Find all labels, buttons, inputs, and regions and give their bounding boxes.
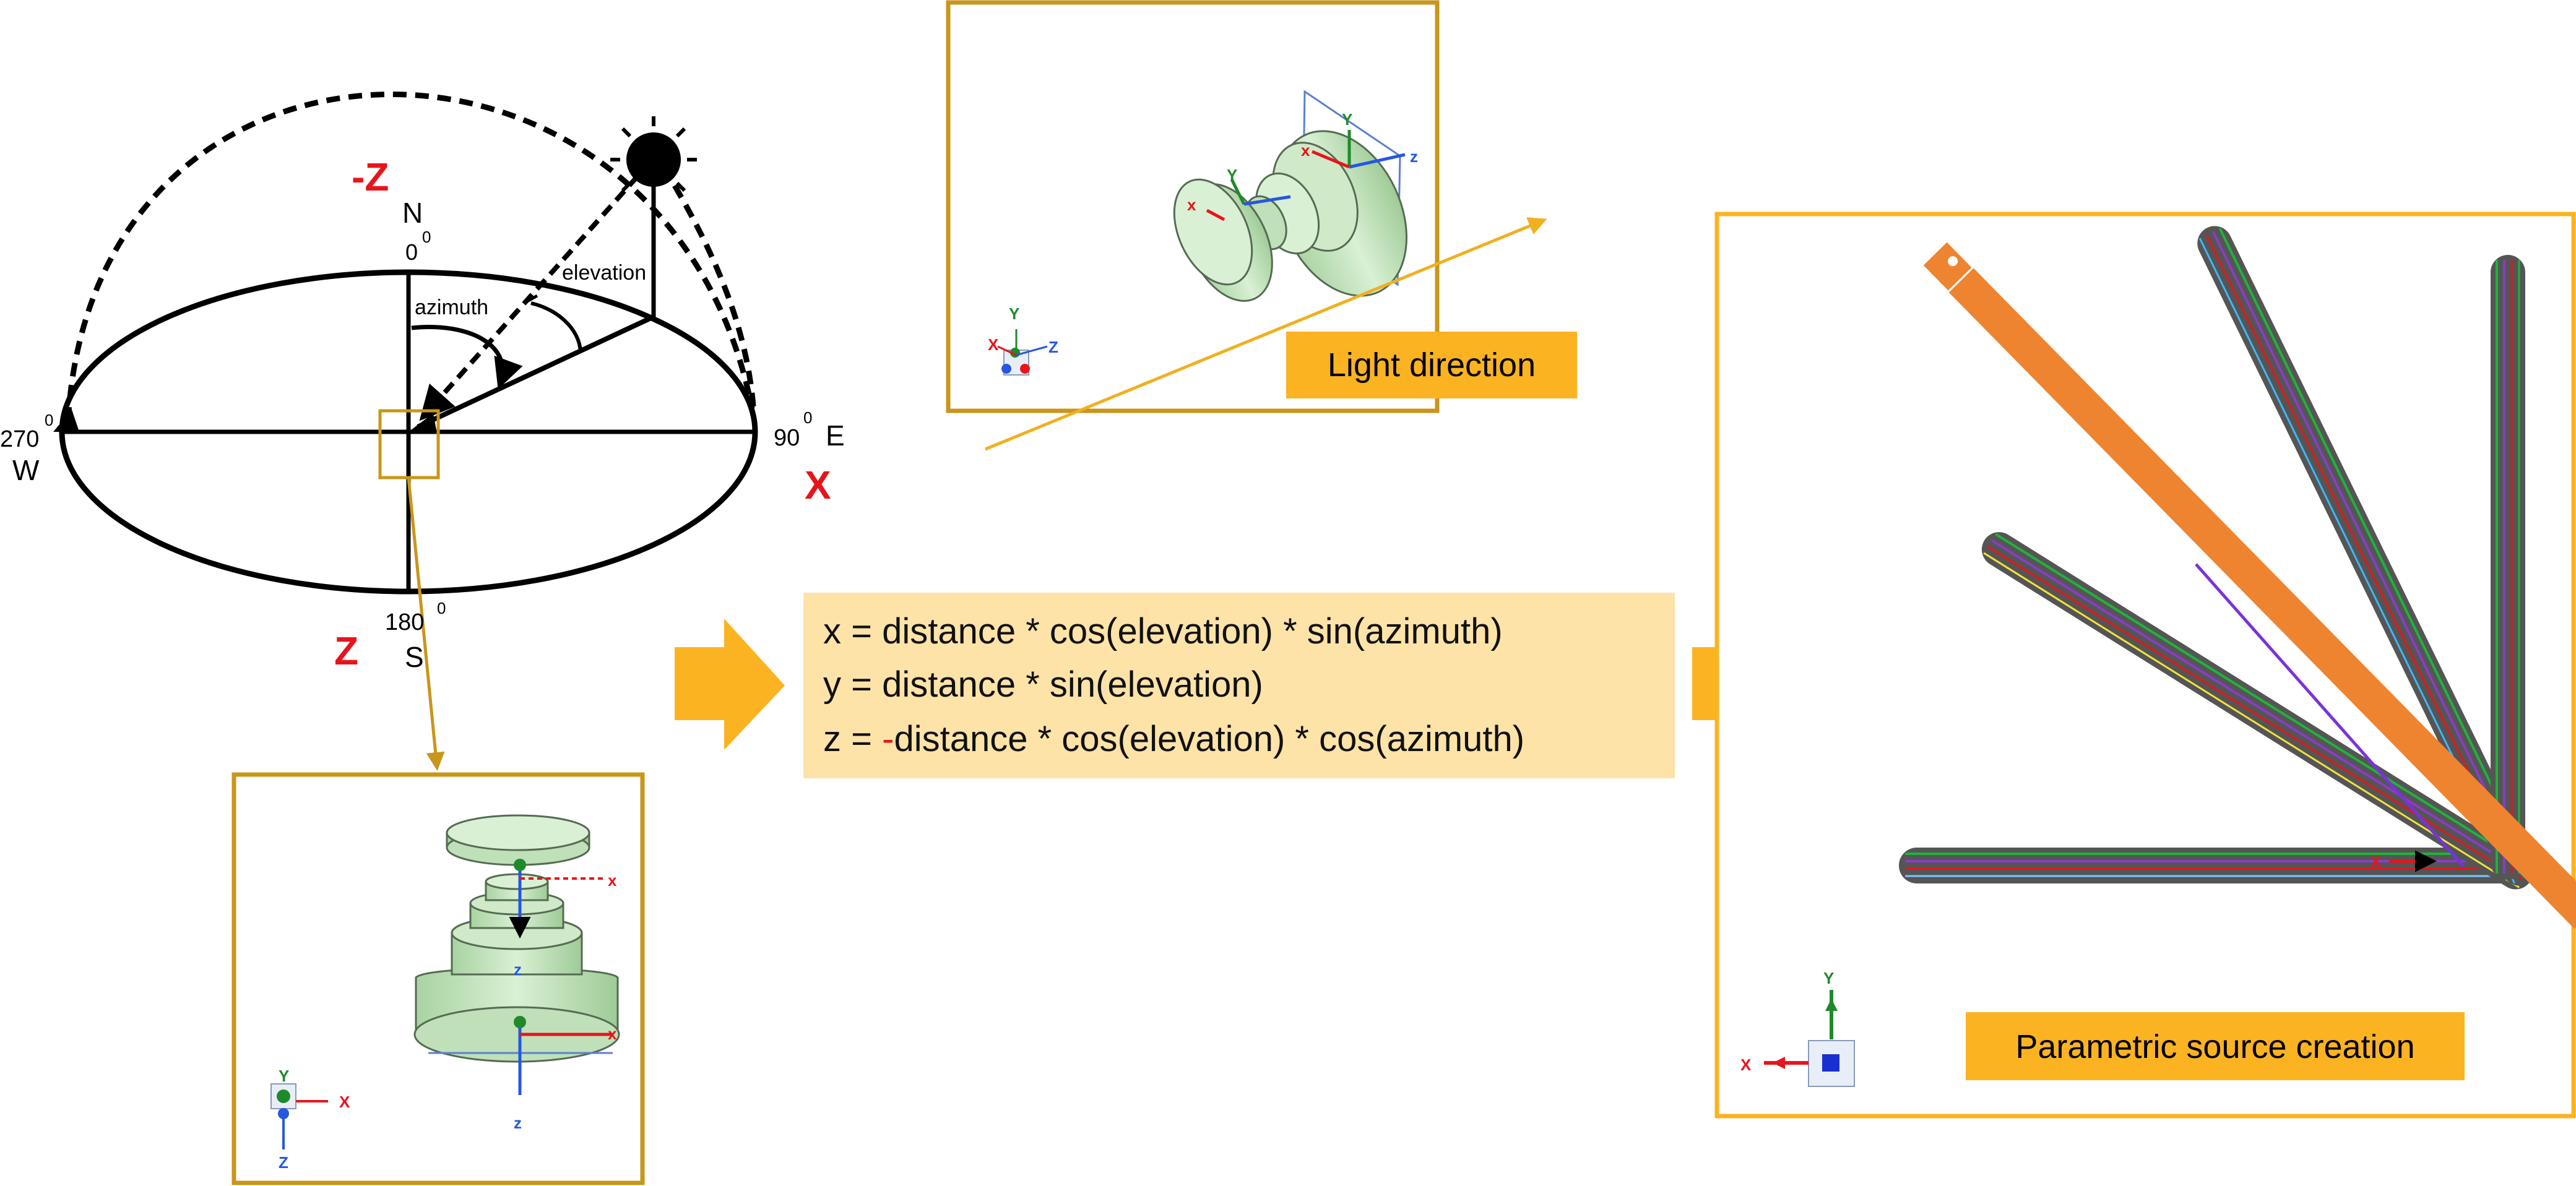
part-x-axis-label-top: x <box>608 871 617 890</box>
formula-line-z: z = -distance * cos(elevation) * cos(azi… <box>823 719 1524 759</box>
zoom-leader <box>407 477 445 771</box>
north-deg: 0 <box>405 239 418 265</box>
light-direction-arrow <box>985 217 1547 451</box>
part-z-axis-label-mid: z <box>514 960 522 979</box>
top-part-z-label-a: z <box>1410 147 1418 166</box>
stacked-part <box>413 814 620 1063</box>
azimuth-label: azimuth <box>415 296 488 319</box>
light-direction-caption-bg <box>1286 332 1577 398</box>
north-label: N <box>402 197 423 229</box>
elevation-arc <box>530 301 582 352</box>
beam-bundle-horizontal <box>1899 848 2524 883</box>
parametric-caption-bg <box>1966 1012 2465 1080</box>
top-axis-triad-icon: Y X Z <box>988 304 1058 376</box>
bottom-view-panel: x x z z Y X Z <box>231 772 645 1185</box>
east-deg-mark: 0 <box>803 408 812 427</box>
top-triad-y-label: Y <box>1009 304 1019 323</box>
top-triad-x-label: X <box>988 335 999 354</box>
light-direction-caption: Light direction <box>1328 346 1536 384</box>
triad-y-label: Y <box>279 1067 289 1085</box>
formula-line-y: y = distance * sin(elevation) <box>823 664 1263 705</box>
axis-triad-icon: Y X Z <box>270 1067 350 1172</box>
center-arrow-head <box>408 413 437 433</box>
beam-bundle-30deg <box>1981 532 2533 890</box>
part-z-axis-label-bottom: z <box>514 1114 522 1132</box>
top-part-x-label-b: x <box>1187 196 1196 214</box>
parametric-panel: X Y X Parametric source creation <box>1714 212 2576 1119</box>
triad-x-label: X <box>339 1093 350 1111</box>
tilted-part <box>1173 90 1407 302</box>
formula-line-x: x = distance * cos(elevation) * sin(azim… <box>823 611 1503 651</box>
formula-line-z-prefix: z = <box>823 719 882 759</box>
neg-z-label: -Z <box>352 155 389 199</box>
right-triad-y-label: Y <box>1823 969 1834 987</box>
west-arrow-head <box>53 410 79 432</box>
flow-arrow-left <box>675 619 785 750</box>
east-deg: 90 <box>774 425 800 451</box>
north-deg-mark: 0 <box>422 228 431 246</box>
south-deg-mark: 0 <box>437 599 446 617</box>
azimuth-arc <box>411 325 523 390</box>
parametric-caption: Parametric source creation <box>2015 1028 2414 1065</box>
elevation-label: elevation <box>562 261 646 285</box>
south-label: S <box>405 641 424 673</box>
highlighted-beam <box>1921 239 2576 929</box>
sky-diagram: -Z N 0 0 azimuth elevation 90 0 E X 270 … <box>0 92 845 771</box>
west-label: W <box>12 454 40 486</box>
top-part-x-label-a: x <box>1301 141 1310 160</box>
beam-x-label: X <box>2371 853 2382 871</box>
parametric-frame <box>1714 212 2576 1119</box>
west-deg: 270 <box>0 426 39 452</box>
south-deg: 180 <box>385 609 424 635</box>
triad-z-label: Z <box>279 1153 288 1172</box>
formula-line-z-sign: - <box>882 719 894 759</box>
right-axis-triad-icon: Y X <box>1740 969 1855 1087</box>
dome-right-arc <box>672 184 757 415</box>
top-part-y-label-a: Y <box>1342 110 1352 129</box>
sun-icon <box>610 116 697 203</box>
right-triad-x-label: X <box>1740 1055 1752 1074</box>
x-axis-label: X <box>805 463 831 507</box>
z-axis-label: Z <box>334 629 358 673</box>
east-label: E <box>826 419 845 452</box>
beam-bundle-60deg <box>2197 226 2537 886</box>
top-part-y-label-b: Y <box>1227 166 1237 184</box>
sun-ray <box>419 174 639 421</box>
west-deg-mark: 0 <box>45 411 53 429</box>
part-x-axis-label-bottom: x <box>608 1025 617 1043</box>
formula-line-z-rest: distance * cos(elevation) * cos(azimuth) <box>894 719 1524 759</box>
formula-box: x = distance * cos(elevation) * sin(azim… <box>803 593 1675 778</box>
top-triad-z-label: Z <box>1048 338 1058 356</box>
top-view-panel: Y z x Y x Y X Z Light direction <box>946 0 1577 451</box>
dome-arc <box>65 92 755 421</box>
sun-projection-line <box>417 314 655 429</box>
purple-guide-line <box>2195 563 2465 867</box>
beam-bundle-vertical <box>2491 255 2525 880</box>
